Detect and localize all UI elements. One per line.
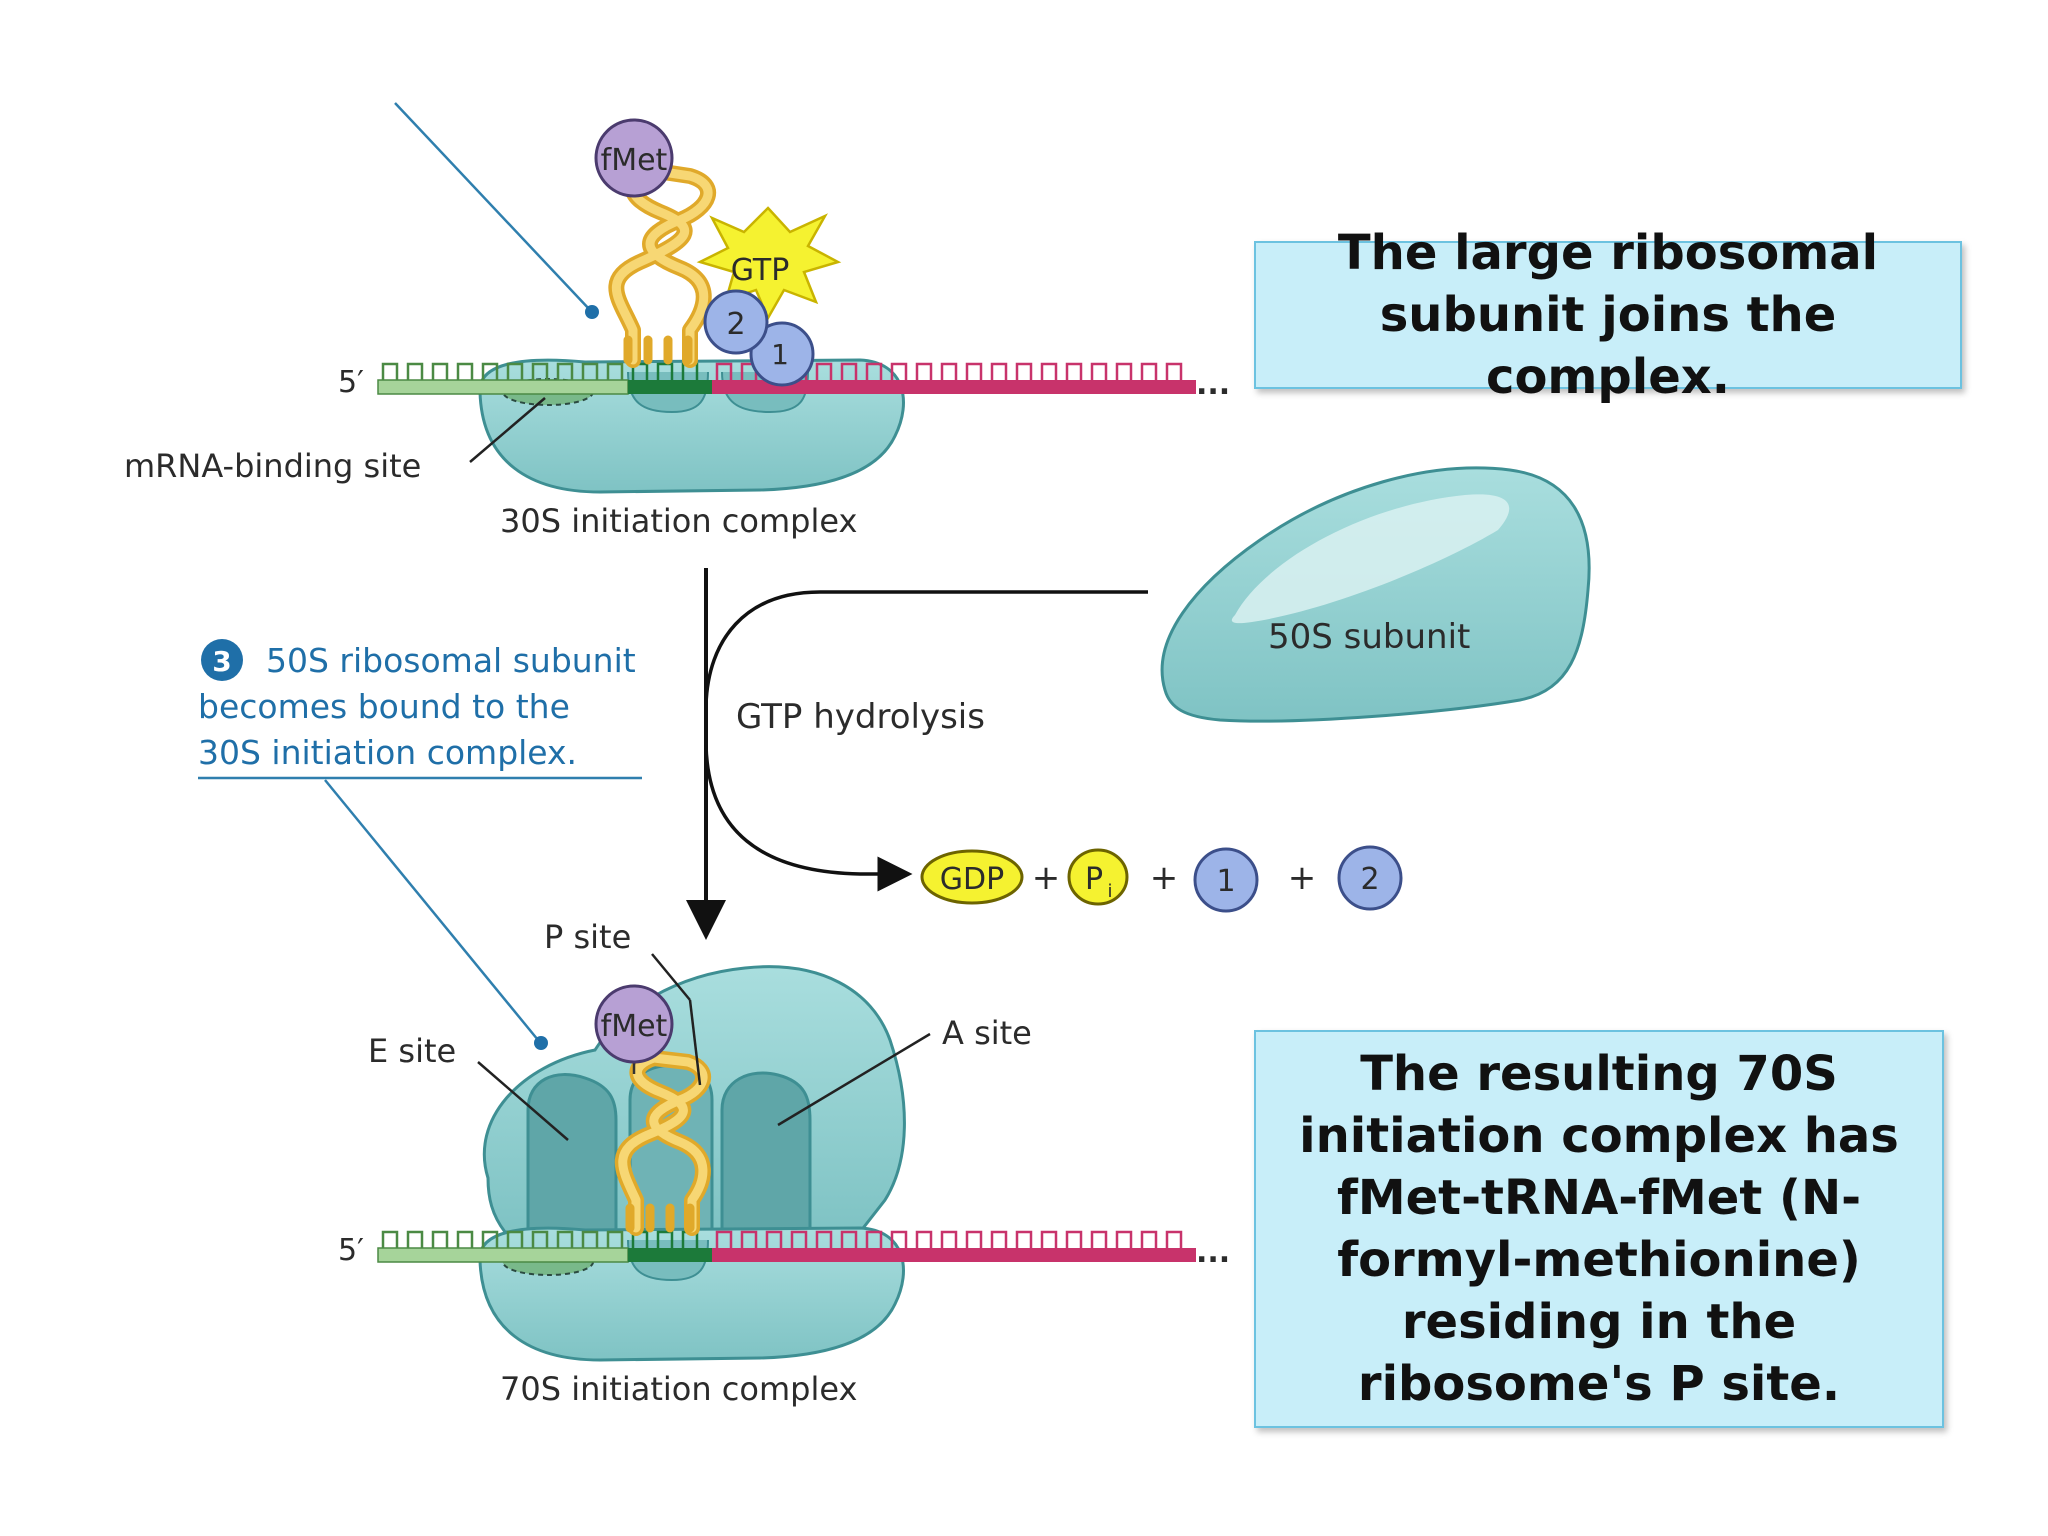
complex-30s-label: 30S initiation complex: [500, 502, 857, 540]
initiation-factor-1-top: [749, 321, 815, 387]
callout-bottom-text: The resulting 70S initiation complex has…: [1299, 1046, 1899, 1412]
factor-1-label-top: 1: [771, 338, 789, 371]
a-site-label: A site: [942, 1014, 1032, 1052]
plus-1: +: [1032, 858, 1061, 898]
subunit-50s-label: 50S subunit: [1268, 617, 1470, 657]
complex-70s-label: 70S initiation complex: [500, 1370, 857, 1408]
mrna-ellipsis-bottom: ...: [1196, 1235, 1230, 1270]
mrna-binding-site-label: mRNA-binding site: [124, 447, 421, 485]
pi-label: P: [1085, 862, 1103, 897]
plus-3: +: [1288, 858, 1317, 898]
step-3-line-1: 50S ribosomal subunit: [266, 641, 636, 680]
mrna-ellipsis-top: ...: [1196, 367, 1230, 402]
five-prime-label-bottom: 5′: [338, 1233, 364, 1268]
gtp-hydrolysis-label: GTP hydrolysis: [736, 697, 985, 737]
factor-2-product: [1337, 845, 1403, 911]
complex-70s: 5′ ... fMet: [338, 953, 1230, 1362]
initiation-factor-2-top: [703, 289, 769, 355]
subunit-50s: 50S subunit: [1160, 466, 1591, 723]
plus-2: +: [1150, 858, 1179, 898]
fmet-ball-top: [594, 118, 674, 198]
step-3-line-2: becomes bound to the: [198, 687, 570, 726]
trna-bottom: [614, 1050, 712, 1236]
trna-top: [608, 162, 717, 368]
callout-bottom: The resulting 70S initiation complex has…: [1254, 1030, 1944, 1428]
mrna-strand-bottom: [377, 1230, 1196, 1263]
callout-top: The large ribosomal subunit joins the co…: [1254, 225, 1962, 405]
hydrolysis-products: GDP + P i + 1 + 2: [920, 845, 1403, 913]
factor-1-product: [1193, 847, 1259, 913]
complex-30s: 5′ ... fMet GTP 1 2: [338, 118, 1230, 494]
factor-2-label-top: 2: [726, 307, 745, 342]
five-prime-label-top: 5′: [338, 365, 364, 400]
e-site-channel: [526, 1073, 618, 1234]
factor-1-product-label: 1: [1216, 864, 1235, 899]
gdp-oval: [920, 849, 1024, 905]
fmet-label-bottom: fMet: [601, 1009, 668, 1044]
a-site-channel: [720, 1071, 812, 1234]
step-3-badge: [201, 639, 243, 681]
e-site-label: E site: [368, 1032, 456, 1070]
callout-top-text: The large ribosomal subunit joins the co…: [1337, 225, 1879, 405]
top-pointer-line: [394, 102, 599, 319]
step-3-line-3: 30S initiation complex.: [198, 733, 577, 772]
step-3-number: 3: [212, 645, 231, 678]
gtp-label: GTP: [731, 253, 790, 288]
pi-subscript: i: [1107, 881, 1112, 902]
factor-2-product-label: 2: [1360, 862, 1379, 897]
fmet-ball-bottom: [594, 984, 674, 1064]
step-3-annotation: 3 50S ribosomal subunit becomes bound to…: [198, 639, 642, 1050]
gdp-label: GDP: [940, 862, 1004, 897]
p-site-label: P site: [544, 918, 631, 956]
pi-oval: [1067, 848, 1129, 906]
fmet-label-top: fMet: [601, 143, 668, 178]
reaction-arrows: [686, 568, 1148, 940]
